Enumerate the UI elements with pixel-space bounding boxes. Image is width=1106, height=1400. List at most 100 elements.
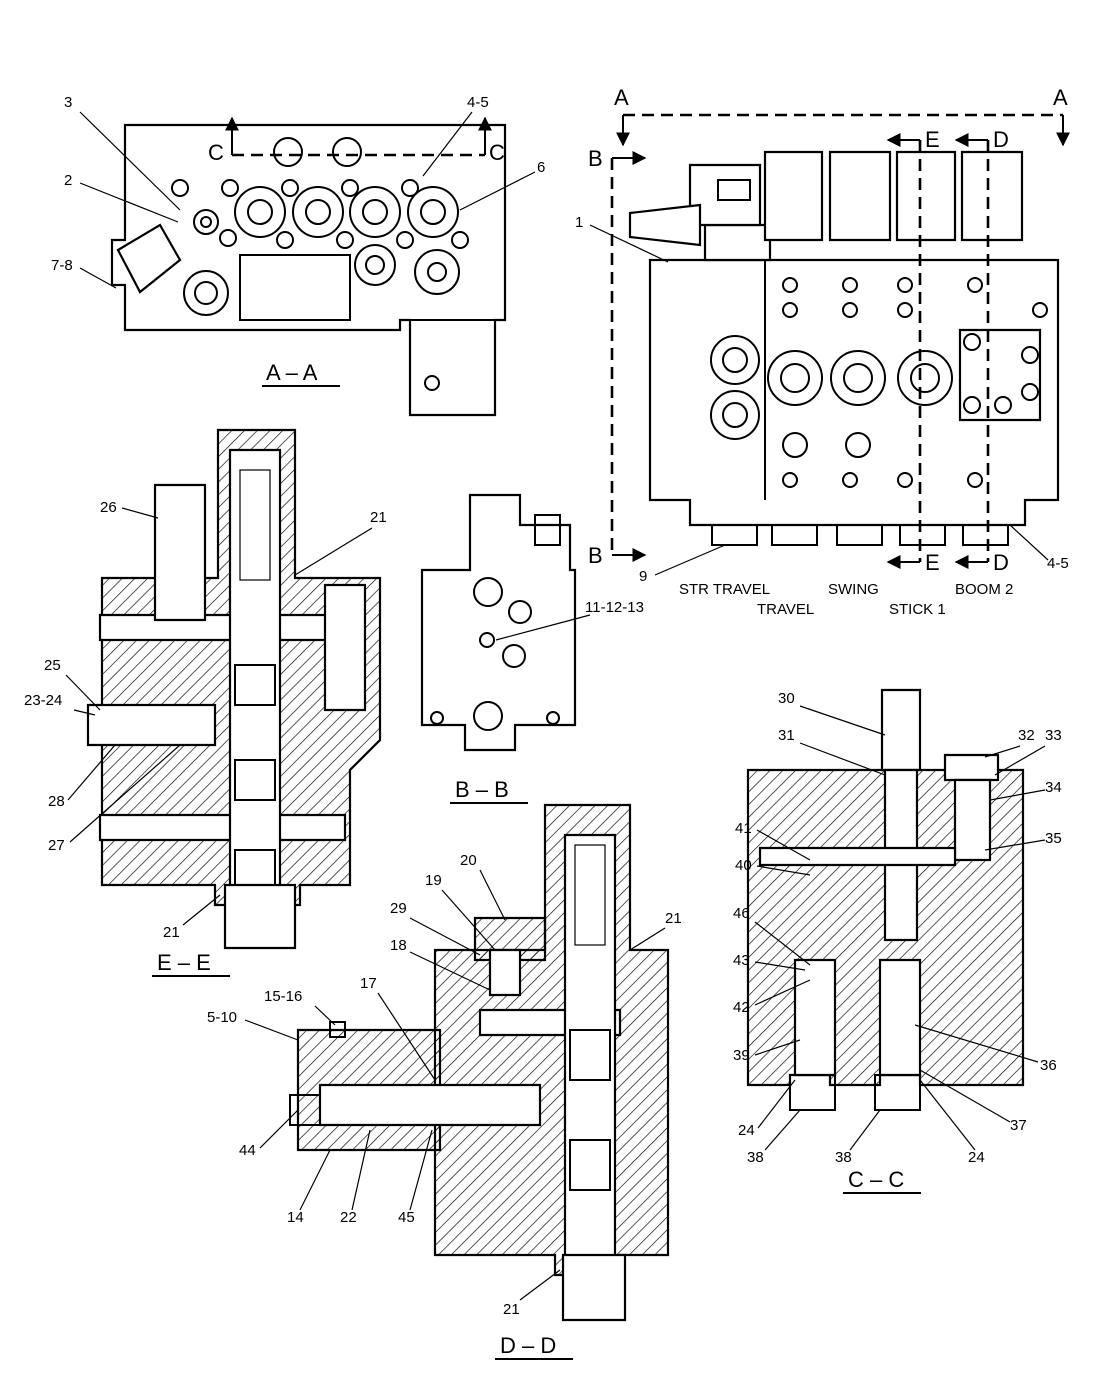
view-title-a-a: A – A bbox=[266, 360, 318, 385]
ee-side-plug bbox=[323, 583, 367, 712]
aa-lower-bolt bbox=[424, 375, 440, 391]
callout-45: 45 bbox=[398, 1209, 415, 1226]
callout-38-cc-left: 38 bbox=[747, 1149, 764, 1166]
aa-solenoid bbox=[116, 209, 219, 294]
section-mark-d-bottom: D bbox=[993, 550, 1009, 575]
callout-24-cc-left: 24 bbox=[738, 1122, 755, 1139]
ee-check-assembly bbox=[86, 703, 217, 747]
view-c-c: 30 31 32 33 34 35 41 40 46 43 42 39 36 3… bbox=[733, 688, 1062, 1194]
callout-40: 40 bbox=[735, 857, 752, 874]
dd-spool-bore bbox=[563, 833, 617, 1277]
view-title-e-e: E – E bbox=[157, 950, 211, 975]
callout-20: 20 bbox=[460, 852, 477, 869]
callout-4-5-aa: 4-5 bbox=[467, 94, 489, 111]
cc-bottom-plug-left bbox=[789, 1074, 836, 1111]
callout-21-ee-bottom: 21 bbox=[163, 924, 180, 941]
callout-28: 28 bbox=[48, 793, 65, 810]
dd-bottom-cap bbox=[561, 1253, 627, 1322]
callout-11-12-13: 11-12-13 bbox=[585, 599, 644, 616]
section-mark-a-left: A bbox=[614, 85, 629, 110]
cc-bottom-plug-right bbox=[874, 1074, 921, 1111]
callout-1: 1 bbox=[575, 214, 583, 231]
callout-15-16: 15-16 bbox=[264, 988, 302, 1005]
dd-plug-18 bbox=[488, 948, 522, 997]
callout-23-24: 23-24 bbox=[24, 692, 62, 709]
callout-3: 3 bbox=[64, 94, 72, 111]
callout-4-5-main: 4-5 bbox=[1047, 555, 1069, 572]
section-mark-c-right: C bbox=[489, 140, 505, 165]
callout-17: 17 bbox=[360, 975, 377, 992]
dd-adjust-screw bbox=[289, 1094, 321, 1126]
section-mark-e-top: E bbox=[925, 127, 940, 152]
main-port-plugs bbox=[710, 277, 1048, 488]
main-bottom-caps bbox=[711, 524, 1009, 546]
callout-5-10: 5-10 bbox=[207, 1009, 237, 1026]
section-mark-b-bottom: B bbox=[588, 543, 603, 568]
label-travel: TRAVEL bbox=[757, 601, 814, 618]
cc-relief-left bbox=[793, 958, 837, 1077]
callout-6: 6 bbox=[537, 159, 545, 176]
callout-32: 32 bbox=[1018, 727, 1035, 744]
view-b-b: 11-12-13 B – B bbox=[420, 493, 644, 804]
callout-39: 39 bbox=[733, 1047, 750, 1064]
cc-check-valve bbox=[953, 778, 992, 862]
callout-14: 14 bbox=[287, 1209, 304, 1226]
section-mark-c-left: C bbox=[208, 140, 224, 165]
callout-18: 18 bbox=[390, 937, 407, 954]
callout-7-8: 7-8 bbox=[51, 257, 73, 274]
ee-bottom-cap bbox=[223, 883, 297, 950]
label-str-travel: STR TRAVEL bbox=[679, 581, 770, 598]
ee-pilot-valve bbox=[153, 483, 207, 622]
section-mark-e-bottom: E bbox=[925, 550, 940, 575]
view-title-b-b: B – B bbox=[455, 777, 509, 802]
callout-26: 26 bbox=[100, 499, 117, 516]
callout-37: 37 bbox=[1010, 1117, 1027, 1134]
callout-36: 36 bbox=[1040, 1057, 1057, 1074]
callout-21-ee-top: 21 bbox=[370, 509, 387, 526]
callout-33: 33 bbox=[1045, 727, 1062, 744]
dd-lock-nut bbox=[329, 1021, 346, 1038]
callout-25: 25 bbox=[44, 657, 61, 674]
callout-19: 19 bbox=[425, 872, 442, 889]
view-d-d: 20 19 29 18 21 17 15-16 5-10 44 14 22 45… bbox=[207, 803, 682, 1360]
callout-9: 9 bbox=[639, 568, 647, 585]
dd-section-body bbox=[433, 803, 670, 1277]
dd-spool-lands bbox=[569, 844, 611, 1191]
callout-38-cc-right: 38 bbox=[835, 1149, 852, 1166]
cc-cross-passage bbox=[758, 846, 957, 867]
dd-reducing-valve-spool bbox=[318, 1083, 542, 1127]
view-a-a: C C 3 2 7-8 4-5 6 A – A bbox=[51, 94, 545, 417]
aa-plugs bbox=[171, 137, 469, 316]
callout-2: 2 bbox=[64, 172, 72, 189]
label-swing: SWING bbox=[828, 581, 879, 598]
view-title-c-c: C – C bbox=[848, 1167, 904, 1192]
label-stick-1: STICK 1 bbox=[889, 601, 946, 618]
ee-upper-passage bbox=[98, 613, 332, 642]
ee-spool-lands bbox=[234, 469, 276, 891]
callout-46: 46 bbox=[733, 905, 750, 922]
main-flange-plate bbox=[958, 328, 1042, 422]
view-e-e: 26 21 25 23-24 28 27 21 E – E bbox=[24, 428, 387, 977]
callout-35: 35 bbox=[1045, 830, 1062, 847]
callout-41: 41 bbox=[735, 820, 752, 837]
bb-fitting bbox=[534, 514, 561, 546]
callout-22: 22 bbox=[340, 1209, 357, 1226]
main-front-view: A A B B E E D D 1 9 4-5 STR TRAVEL TRAVE… bbox=[575, 85, 1070, 618]
main-solenoid bbox=[628, 203, 702, 247]
label-boom-2: BOOM 2 bbox=[955, 581, 1013, 598]
section-mark-b-top: B bbox=[588, 146, 603, 171]
callout-43: 43 bbox=[733, 952, 750, 969]
callout-21-dd-bottom: 21 bbox=[503, 1301, 520, 1318]
cc-top-plug bbox=[880, 688, 922, 772]
aa-ribbed-block bbox=[239, 254, 351, 321]
cc-hex-plug bbox=[943, 753, 1000, 782]
ee-lower-passage bbox=[98, 813, 347, 842]
ee-spool-bore bbox=[228, 448, 282, 907]
callout-44: 44 bbox=[239, 1142, 256, 1159]
section-mark-d-top: D bbox=[993, 127, 1009, 152]
view-title-d-d: D – D bbox=[500, 1333, 556, 1358]
callout-27: 27 bbox=[48, 837, 65, 854]
bb-section-body bbox=[420, 493, 577, 752]
callout-42: 42 bbox=[733, 999, 750, 1016]
